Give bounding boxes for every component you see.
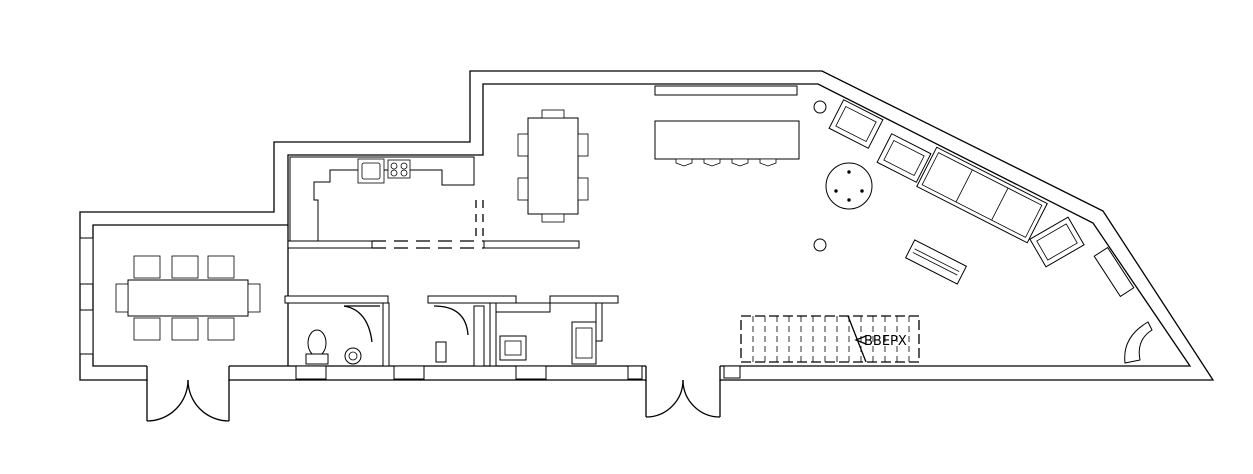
stair-direction-label: ВВЕРХ (864, 334, 907, 349)
coffee-table (825, 162, 873, 210)
window-sills (295, 365, 643, 380)
interior-walls (284, 200, 619, 367)
bench (904, 239, 968, 285)
toilet (307, 329, 327, 357)
dining-table (517, 109, 589, 223)
staircase: ВВЕРХ (740, 315, 920, 363)
sideboard (1093, 246, 1135, 298)
dining-room (79, 237, 261, 355)
armchair (1029, 216, 1085, 268)
kitchen-island (654, 85, 800, 167)
entrance-door-left (146, 365, 230, 422)
kitchen (289, 156, 475, 242)
utility-rooms (433, 302, 603, 367)
entrance-door-right (645, 365, 741, 418)
living-room (813, 99, 1153, 364)
armchair (876, 133, 932, 183)
sofa (916, 146, 1048, 244)
corner-armchair (1124, 321, 1153, 364)
bathroom (305, 305, 380, 365)
stove (387, 159, 411, 179)
armchair (828, 99, 884, 149)
exterior-walls (79, 70, 1215, 381)
